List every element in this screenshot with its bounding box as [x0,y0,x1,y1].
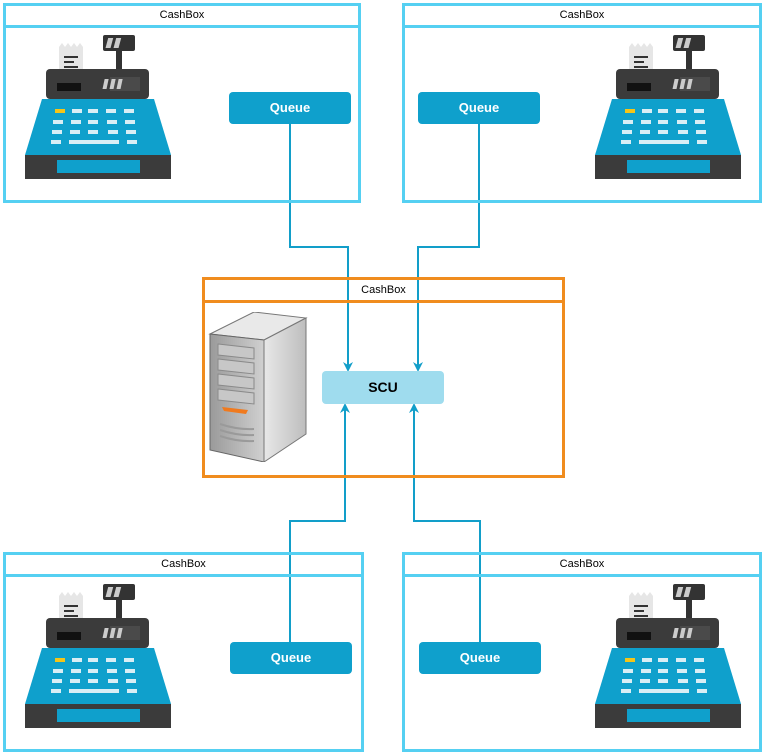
cashbox-bottom-left: CashBox [3,552,364,752]
queue-bottom-right[interactable]: Queue [419,642,541,674]
scu-node[interactable]: SCU [322,371,444,404]
cashbox-top-right: CashBox [402,3,762,203]
cash-register-icon [594,584,744,729]
cashbox-title: CashBox [205,280,562,303]
queue-top-right[interactable]: Queue [418,92,540,124]
queue-bottom-left[interactable]: Queue [230,642,352,674]
cashbox-title: CashBox [405,555,759,577]
cash-register-icon [594,35,744,180]
cashbox-title: CashBox [6,6,358,28]
cashbox-bottom-right: CashBox [402,552,762,752]
server-tower-icon [208,312,310,462]
cashbox-title: CashBox [405,6,759,28]
cash-register-icon [24,35,174,180]
cash-register-icon [24,584,174,729]
cashbox-title: CashBox [6,555,361,577]
queue-top-left[interactable]: Queue [229,92,351,124]
cashbox-center: CashBox [202,277,565,478]
cashbox-top-left: CashBox [3,3,361,203]
